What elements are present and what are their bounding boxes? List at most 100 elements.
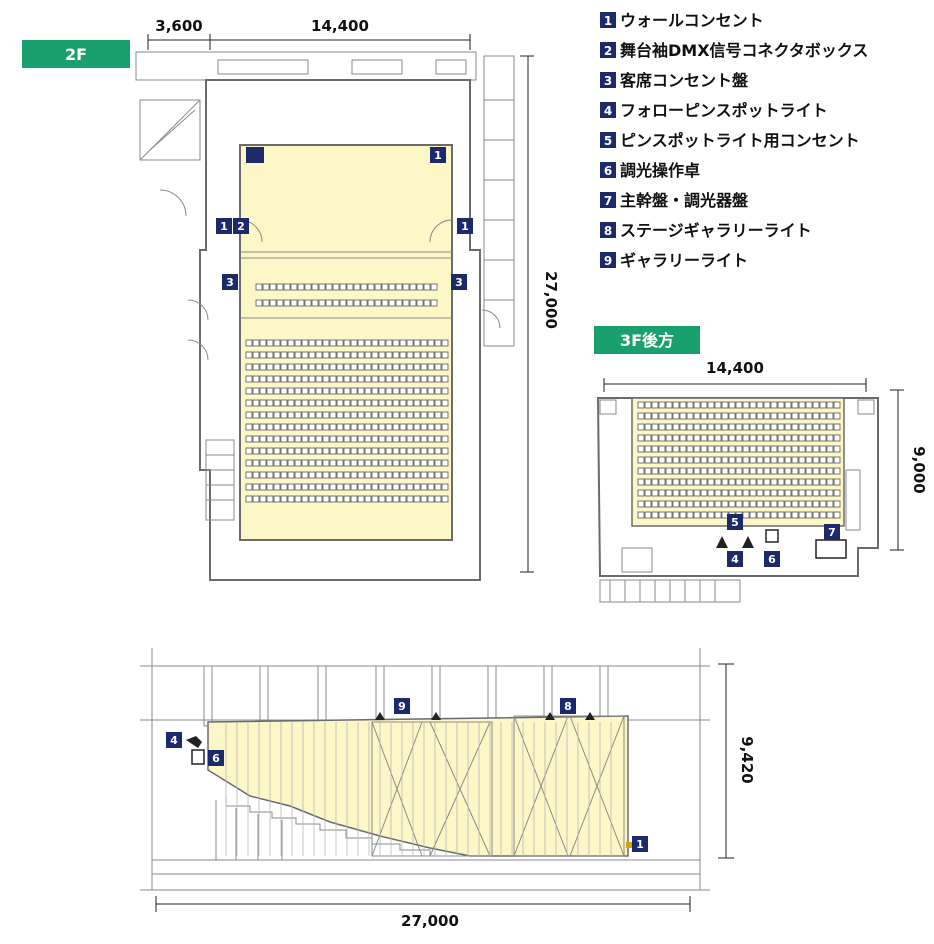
seat [255, 299, 263, 307]
seat [651, 489, 659, 497]
seat [679, 489, 687, 497]
seat [742, 423, 750, 431]
seat [357, 459, 365, 467]
seat [350, 471, 358, 479]
floor-tag-2f-label: 2F [65, 45, 87, 64]
seat [777, 423, 785, 431]
seat [637, 423, 645, 431]
seat [273, 387, 281, 395]
seat [315, 435, 323, 443]
seat [756, 445, 764, 453]
seat [735, 412, 743, 420]
seat [311, 283, 319, 291]
seat [413, 423, 421, 431]
seat [357, 411, 365, 419]
seat [259, 351, 267, 359]
seat [749, 500, 757, 508]
seat [343, 375, 351, 383]
seat [322, 483, 330, 491]
seat [329, 351, 337, 359]
seat [826, 412, 834, 420]
seat [672, 412, 680, 420]
seat [301, 399, 309, 407]
seat [420, 387, 428, 395]
seat [430, 299, 438, 307]
section-follow-spot-icon [186, 736, 202, 748]
seat [819, 456, 827, 464]
seat [728, 500, 736, 508]
seat [364, 483, 372, 491]
seat [308, 375, 316, 383]
seat [392, 375, 400, 383]
seat [826, 500, 834, 508]
legend-number: 5 [604, 134, 612, 148]
seat [395, 299, 403, 307]
svg-text:8: 8 [564, 700, 572, 713]
floor-tag-3f-label: 3F後方 [620, 331, 674, 350]
seat [266, 399, 274, 407]
seat [644, 478, 652, 486]
seat [679, 456, 687, 464]
seat [819, 401, 827, 409]
seat [644, 423, 652, 431]
seat [245, 423, 253, 431]
seat [343, 363, 351, 371]
seat [770, 412, 778, 420]
seat [308, 447, 316, 455]
seat [273, 459, 281, 467]
seat [378, 411, 386, 419]
seat [273, 399, 281, 407]
seat [812, 489, 820, 497]
seat [357, 351, 365, 359]
seat [381, 283, 389, 291]
seat [637, 467, 645, 475]
seat [784, 456, 792, 464]
seat [770, 434, 778, 442]
seat [315, 351, 323, 359]
seat [266, 495, 274, 503]
legend-badge [600, 222, 616, 238]
seat [371, 339, 379, 347]
seat [812, 434, 820, 442]
seat [441, 375, 449, 383]
seat [812, 500, 820, 508]
dim-sec-h: 9,420 [738, 736, 756, 783]
seat [301, 471, 309, 479]
seat [252, 375, 260, 383]
seat [784, 489, 792, 497]
legend-label: ピンスポットライト用コンセント [620, 131, 860, 150]
seat [672, 500, 680, 508]
seat [329, 399, 337, 407]
legend-label: ステージギャラリーライト [620, 221, 812, 240]
seat [728, 478, 736, 486]
seat [672, 434, 680, 442]
seat [399, 447, 407, 455]
dimmer-console-icon [765, 529, 779, 543]
seat [700, 412, 708, 420]
seat [364, 351, 372, 359]
seat [385, 399, 393, 407]
seat [770, 489, 778, 497]
seat [350, 411, 358, 419]
seat [798, 478, 806, 486]
seat [784, 412, 792, 420]
seat [399, 423, 407, 431]
seat [406, 435, 414, 443]
seat [406, 375, 414, 383]
seat [700, 423, 708, 431]
seat [763, 489, 771, 497]
seat [259, 339, 267, 347]
seat [364, 471, 372, 479]
legend-badge [600, 42, 616, 58]
seat [651, 401, 659, 409]
seat [749, 511, 757, 519]
seat [430, 283, 438, 291]
seat [301, 459, 309, 467]
seat [259, 483, 267, 491]
seat [339, 299, 347, 307]
seat [805, 423, 813, 431]
seat [329, 471, 337, 479]
